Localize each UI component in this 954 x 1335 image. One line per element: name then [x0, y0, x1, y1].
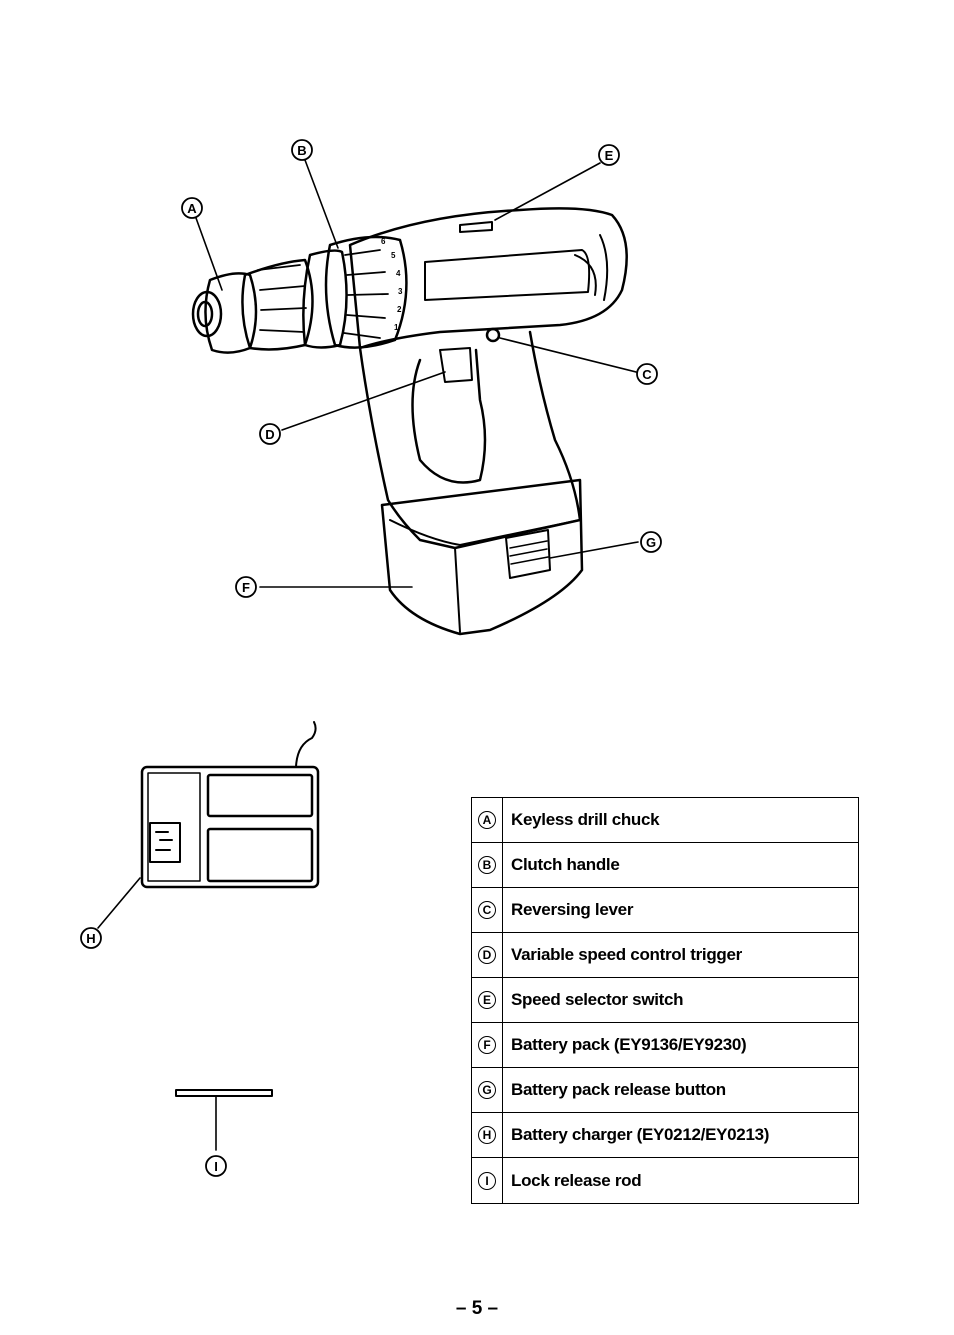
legend-label-keyless-drill-chuck: Keyless drill chuck — [511, 810, 660, 829]
legend-key-g: G — [478, 1081, 496, 1099]
legend-label-battery-release-button: Battery pack release button — [511, 1080, 726, 1099]
svg-text:3: 3 — [398, 287, 403, 296]
legend-label-variable-speed-trigger: Variable speed control trigger — [511, 945, 742, 964]
svg-text:A: A — [187, 201, 197, 216]
legend-row: G Battery pack release button — [472, 1068, 858, 1113]
legend-label-clutch-handle: Clutch handle — [511, 855, 620, 874]
legend-key-i: I — [478, 1171, 496, 1190]
battery-pack — [380, 478, 584, 636]
legend-key-b: B — [478, 856, 496, 874]
legend-row: A Keyless drill chuck — [472, 798, 858, 843]
legend-label-lock-release-rod: Lock release rod — [511, 1170, 642, 1190]
svg-text:2: 2 — [397, 305, 402, 314]
legend-row: C Reversing lever — [472, 888, 858, 933]
legend-key-h: H — [478, 1126, 496, 1144]
svg-text:H: H — [86, 931, 95, 946]
legend-key-f: F — [478, 1036, 496, 1054]
callouts: A B E C D G F H — [80, 139, 662, 1177]
drill-leader-lines — [195, 159, 639, 588]
legend-label-reversing-lever: Reversing lever — [511, 900, 634, 919]
callout-a: A — [181, 197, 203, 219]
svg-text:G: G — [646, 535, 656, 550]
legend-key-a: A — [478, 811, 496, 829]
callout-b: B — [291, 139, 313, 161]
svg-text:6: 6 — [381, 237, 386, 246]
drill-body — [348, 207, 628, 350]
legend-row: I Lock release rod — [472, 1158, 858, 1203]
legend-key-c: C — [478, 901, 496, 919]
legend-row: F Battery pack (EY9136/EY9230) — [472, 1023, 858, 1068]
drill-handle — [358, 327, 582, 550]
svg-text:1: 1 — [394, 323, 399, 332]
svg-text:F: F — [242, 580, 250, 595]
svg-text:B: B — [297, 143, 306, 158]
legend-label-battery-pack: Battery pack (EY9136/EY9230) — [511, 1035, 747, 1054]
callout-i: I — [205, 1155, 227, 1177]
svg-text:5: 5 — [391, 251, 396, 260]
legend-row: E Speed selector switch — [472, 978, 858, 1023]
callout-f: F — [235, 576, 257, 598]
svg-text:4: 4 — [396, 269, 401, 278]
callout-g: G — [640, 531, 662, 553]
svg-text:C: C — [642, 367, 652, 382]
clutch-ring — [302, 235, 408, 349]
drill-chuck — [191, 258, 314, 354]
legend-key-d: D — [478, 946, 496, 964]
lock-release-rod — [175, 1089, 273, 1151]
legend-label-battery-charger: Battery charger (EY0212/EY0213) — [511, 1125, 770, 1144]
callout-e: E — [598, 144, 620, 166]
svg-text:I: I — [214, 1159, 218, 1174]
callout-h: H — [80, 927, 102, 949]
parts-legend-table: A Keyless drill chuck B Clutch handle C … — [471, 797, 859, 1204]
clutch-scale-marks: 1 2 3 4 5 6 — [381, 237, 403, 332]
legend-label-speed-selector-switch: Speed selector switch — [511, 990, 684, 1009]
legend-key-e: E — [478, 991, 496, 1009]
callout-d: D — [259, 423, 281, 445]
svg-text:D: D — [265, 427, 274, 442]
battery-charger — [97, 721, 320, 929]
svg-text:E: E — [605, 148, 614, 163]
page-number: – 5 – — [455, 1298, 499, 1319]
legend-row: D Variable speed control trigger — [472, 933, 858, 978]
legend-row: B Clutch handle — [472, 843, 858, 888]
legend-row: H Battery charger (EY0212/EY0213) — [472, 1113, 858, 1158]
callout-c: C — [636, 363, 658, 385]
